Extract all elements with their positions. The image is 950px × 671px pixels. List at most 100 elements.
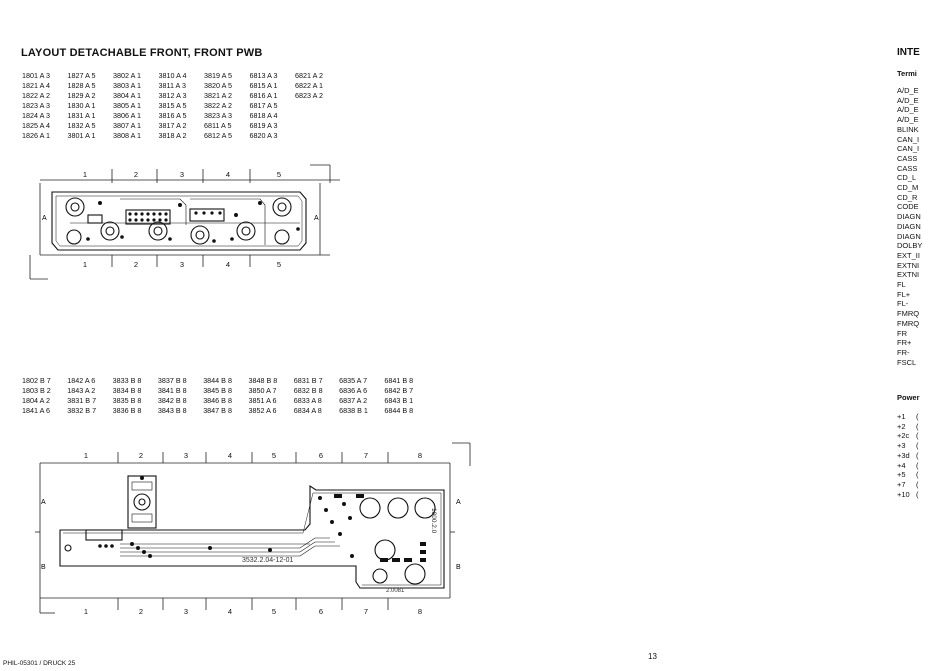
- column-label: 4: [228, 451, 232, 460]
- power-entry-bracket: (: [916, 441, 919, 451]
- terminal-entry: A/D_E: [897, 115, 919, 125]
- reference-entry: 6819 A 3: [249, 121, 278, 130]
- power-entry: +4(: [897, 461, 950, 471]
- reference-entry: 6820 A 3: [249, 131, 278, 140]
- bottom-row-a-label-left: A: [41, 499, 46, 506]
- reference-entry: 6833 A 8: [293, 396, 322, 405]
- terminal-entry: A/D_E: [897, 86, 919, 95]
- column-label: 2: [134, 260, 138, 269]
- reference-entry: 3810 A 4: [158, 71, 187, 80]
- column-label: 5: [272, 451, 276, 460]
- column-label: 3: [184, 451, 188, 460]
- reference-entry: 3823 A 3: [204, 111, 232, 120]
- reference-entry: 3845 B 8: [203, 386, 232, 395]
- power-heading: Power: [897, 393, 920, 402]
- column-label: 5: [277, 170, 281, 179]
- power-entry-label: +3: [897, 441, 906, 451]
- page-title: LAYOUT DETACHABLE FRONT, FRONT PWB: [21, 47, 263, 59]
- bottom-pcb-grid: [35, 442, 471, 614]
- terminals-heading: Termi: [897, 69, 917, 78]
- power-entry-bracket: (: [916, 470, 919, 480]
- power-entry-label: +3d: [897, 450, 910, 460]
- reference-entry: 6813 A 3: [249, 71, 278, 80]
- top-pcb-board: [51, 191, 307, 251]
- reference-entry: 6821 A 2: [295, 71, 323, 80]
- reference-entry: 3851 A 6: [248, 396, 277, 405]
- power-entry-bracket: (: [916, 431, 919, 441]
- column-label: 5: [272, 607, 276, 616]
- reference-entry: 1829 A 2: [67, 91, 96, 100]
- reference-entry: 6816 A 1: [249, 91, 278, 100]
- reference-entry: 1826 A 1: [22, 131, 50, 140]
- reference-entry: 6844 B 8: [384, 406, 414, 415]
- terminal-entry: DIAGN: [897, 231, 921, 241]
- reference-entry: 6841 B 8: [384, 376, 414, 385]
- reference-entry: 3803 A 1: [113, 81, 141, 90]
- terminal-entry: CAN_I: [897, 144, 920, 154]
- column-label: 5: [277, 260, 281, 269]
- column-label: 2: [139, 607, 143, 616]
- column-label: 6: [319, 607, 323, 616]
- reference-entry: 6811 A 5: [204, 121, 232, 130]
- reference-entry: 1801 A 3: [22, 71, 50, 80]
- reference-entry: 1821 A 4: [22, 81, 50, 90]
- column-label: 8: [418, 451, 422, 460]
- column-label: 4: [226, 260, 230, 269]
- power-entry-bracket: (: [916, 421, 919, 431]
- pcb-bottom-code-label: 2.0081: [386, 588, 405, 594]
- terminal-entry: DIAGN: [897, 212, 921, 222]
- column-label: 1: [83, 260, 87, 269]
- power-list: +1(+2(+2c(+3(+3d(+4(+5(+7(+10(: [897, 412, 950, 499]
- power-entry-label: +10: [897, 489, 910, 499]
- reference-entry: 3805 A 1: [113, 101, 141, 110]
- reference-entry: 3842 B 8: [157, 396, 187, 405]
- power-entry-label: +7: [897, 479, 906, 489]
- power-entry: +7(: [897, 480, 950, 490]
- terminal-entry: DIAGN: [897, 221, 921, 231]
- power-entry-label: +4: [897, 460, 906, 470]
- power-entry: +5(: [897, 470, 950, 480]
- reference-entry: 6817 A 5: [249, 101, 278, 110]
- reference-entry: 1803 B 2: [22, 386, 51, 395]
- reference-entry: 3802 A 1: [113, 71, 141, 80]
- reference-entry: 1804 A 2: [22, 396, 50, 405]
- reference-entry: 1802 B 7: [22, 376, 51, 385]
- reference-entry: 1831 A 1: [67, 111, 96, 120]
- terminal-entry: CAN_I: [897, 134, 920, 144]
- terminal-entry: CASS: [897, 153, 918, 163]
- bottom-pcb-board: [59, 475, 445, 589]
- reference-entry: 3818 A 2: [158, 131, 187, 140]
- footer-print-code: PHIL-05301 / DRUCK 25: [3, 660, 76, 667]
- reference-entry: 3822 A 2: [204, 101, 232, 110]
- reference-entry: 3837 B 8: [157, 376, 187, 385]
- reference-entry: 1823 A 3: [22, 101, 50, 110]
- reference-entry: 6842 B 7: [384, 386, 414, 395]
- reference-entry: 3804 A 1: [113, 91, 141, 100]
- power-entry: +1(: [897, 412, 950, 422]
- terminal-entry: CD_M: [897, 183, 919, 193]
- column-label: 7: [364, 451, 368, 460]
- top-pcb-grid: [29, 164, 340, 280]
- reference-entry: 3852 A 6: [248, 406, 277, 415]
- reference-entry: 3844 B 8: [203, 376, 232, 385]
- right-section-title: INTE: [897, 47, 920, 58]
- bottom-row-a-label-right: A: [456, 499, 461, 506]
- reference-entry: 6836 A 6: [339, 386, 368, 395]
- terminal-entry: FL+: [897, 289, 911, 299]
- power-entry: +3d(: [897, 451, 950, 461]
- bottom-row-b-label-left: B: [41, 564, 46, 571]
- column-label: 3: [180, 170, 184, 179]
- reference-entry: 1832 A 5: [67, 121, 96, 130]
